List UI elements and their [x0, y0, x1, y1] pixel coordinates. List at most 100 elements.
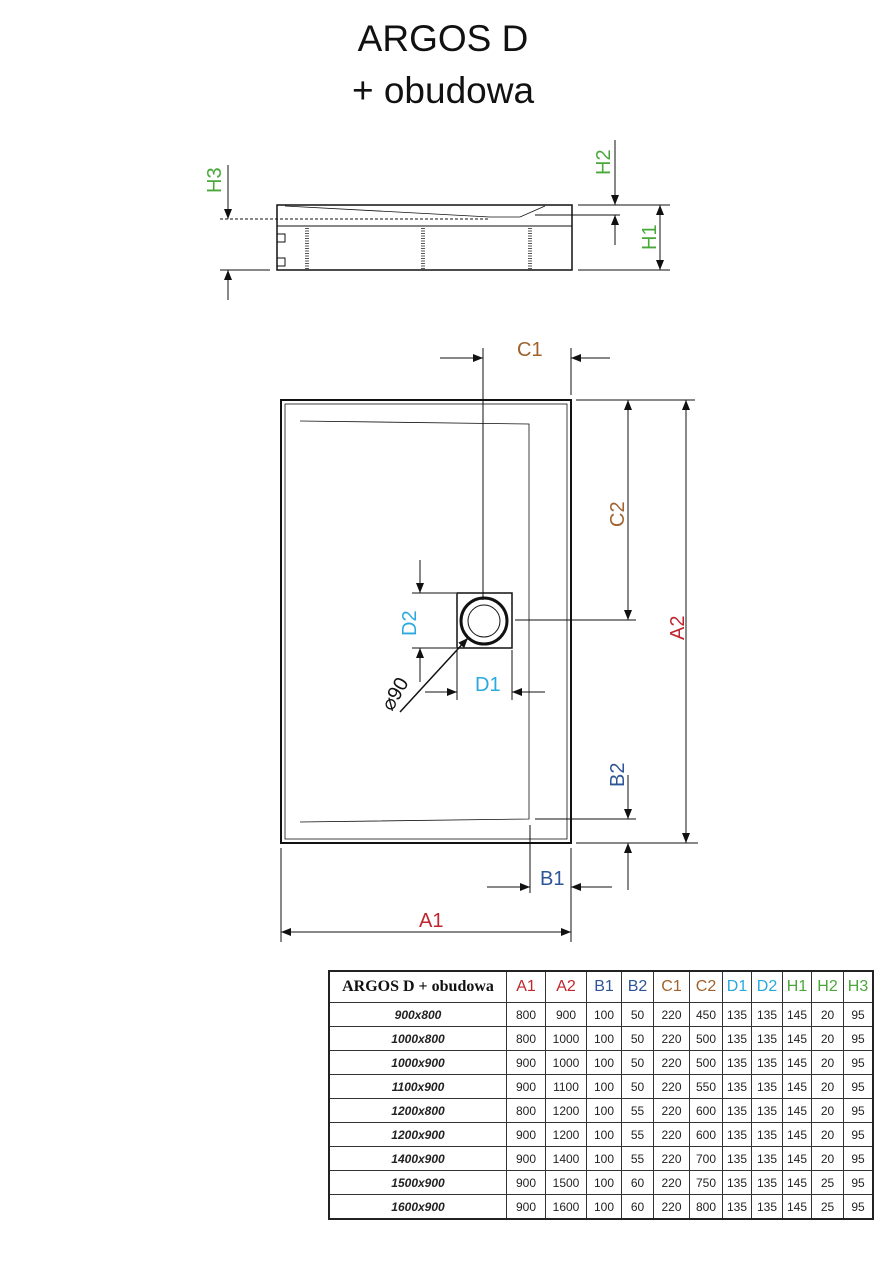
label-h1: H1: [639, 224, 661, 250]
value-cell-c2: 750: [689, 1170, 723, 1195]
value-cell-d1: 135: [722, 1050, 752, 1075]
value-cell-h3: 95: [843, 1122, 874, 1147]
header-model: ARGOS D + obudowa: [328, 970, 507, 1003]
header-a1: A1: [506, 970, 546, 1003]
value-cell-c1: 220: [653, 1170, 690, 1195]
value-cell-c2: 800: [689, 1194, 723, 1220]
value-cell-a2: 1600: [545, 1194, 587, 1220]
value-cell-b1: 100: [586, 1098, 622, 1123]
value-cell-a2: 1000: [545, 1050, 587, 1075]
model-cell: 1000x800: [328, 1026, 507, 1051]
value-cell-c2: 450: [689, 1002, 723, 1027]
value-cell-b1: 100: [586, 1074, 622, 1099]
value-cell-d2: 135: [751, 1122, 783, 1147]
value-cell-d2: 135: [751, 1002, 783, 1027]
header-d1: D1: [722, 970, 752, 1003]
value-cell-a1: 900: [506, 1050, 546, 1075]
value-cell-h1: 145: [782, 1050, 812, 1075]
technical-drawing: H3 H2 H1 C1 C2 A2 D2 D1 ⌀90 B2 B1 A1: [204, 140, 698, 942]
value-cell-h3: 95: [843, 1098, 874, 1123]
value-cell-a1: 900: [506, 1194, 546, 1220]
value-cell-h3: 95: [843, 1170, 874, 1195]
value-cell-h1: 145: [782, 1194, 812, 1220]
value-cell-b2: 60: [621, 1194, 654, 1220]
header-h3: H3: [843, 970, 874, 1003]
value-cell-d1: 135: [722, 1026, 752, 1051]
model-cell: 1600x900: [328, 1194, 507, 1220]
label-h2: H2: [593, 149, 615, 175]
model-cell: 1200x900: [328, 1122, 507, 1147]
value-cell-d1: 135: [722, 1098, 752, 1123]
value-cell-h1: 145: [782, 1122, 812, 1147]
value-cell-d2: 135: [751, 1026, 783, 1051]
value-cell-c2: 600: [689, 1122, 723, 1147]
value-cell-h2: 20: [811, 1122, 844, 1147]
value-cell-d1: 135: [722, 1170, 752, 1195]
value-cell-b1: 100: [586, 1050, 622, 1075]
value-cell-b2: 50: [621, 1026, 654, 1051]
value-cell-b2: 50: [621, 1050, 654, 1075]
value-cell-a2: 1200: [545, 1122, 587, 1147]
header-h2: H2: [811, 970, 844, 1003]
value-cell-b2: 50: [621, 1074, 654, 1099]
value-cell-h2: 20: [811, 1026, 844, 1051]
value-cell-a2: 1000: [545, 1026, 587, 1051]
value-cell-c1: 220: [653, 1002, 690, 1027]
label-a1: A1: [419, 910, 443, 932]
value-cell-h2: 20: [811, 1002, 844, 1027]
value-cell-a1: 900: [506, 1074, 546, 1099]
value-cell-h3: 95: [843, 1050, 874, 1075]
value-cell-c2: 600: [689, 1098, 723, 1123]
label-b2: B2: [607, 763, 629, 787]
value-cell-h2: 25: [811, 1194, 844, 1220]
value-cell-c1: 220: [653, 1026, 690, 1051]
label-a2: A2: [667, 616, 689, 640]
value-cell-c1: 220: [653, 1098, 690, 1123]
model-cell: 1100x900: [328, 1074, 507, 1099]
value-cell-h1: 145: [782, 1002, 812, 1027]
value-cell-a1: 900: [506, 1146, 546, 1171]
value-cell-d2: 135: [751, 1194, 783, 1220]
header-c1: C1: [653, 970, 690, 1003]
value-cell-d1: 135: [722, 1194, 752, 1220]
value-cell-h1: 145: [782, 1146, 812, 1171]
label-d2: D2: [399, 610, 421, 636]
value-cell-a2: 1400: [545, 1146, 587, 1171]
value-cell-c2: 500: [689, 1026, 723, 1051]
value-cell-d1: 135: [722, 1074, 752, 1099]
value-cell-c1: 220: [653, 1146, 690, 1171]
value-cell-b2: 50: [621, 1002, 654, 1027]
value-cell-h1: 145: [782, 1026, 812, 1051]
value-cell-b1: 100: [586, 1026, 622, 1051]
value-cell-b2: 55: [621, 1122, 654, 1147]
value-cell-c1: 220: [653, 1122, 690, 1147]
label-h3: H3: [204, 167, 226, 193]
value-cell-b1: 100: [586, 1122, 622, 1147]
model-cell: 1400x900: [328, 1146, 507, 1171]
value-cell-c2: 500: [689, 1050, 723, 1075]
value-cell-a1: 900: [506, 1170, 546, 1195]
value-cell-h3: 95: [843, 1194, 874, 1220]
value-cell-h1: 145: [782, 1074, 812, 1099]
value-cell-c1: 220: [653, 1050, 690, 1075]
value-cell-d2: 135: [751, 1170, 783, 1195]
value-cell-b2: 55: [621, 1146, 654, 1171]
value-cell-h2: 20: [811, 1074, 844, 1099]
value-cell-a1: 900: [506, 1122, 546, 1147]
value-cell-d1: 135: [722, 1146, 752, 1171]
value-cell-d2: 135: [751, 1146, 783, 1171]
drain-icon: [456, 592, 513, 649]
model-cell: 1500x900: [328, 1170, 507, 1195]
label-b1: B1: [540, 868, 564, 890]
value-cell-h2: 20: [811, 1050, 844, 1075]
value-cell-a2: 1100: [545, 1074, 587, 1099]
value-cell-c1: 220: [653, 1074, 690, 1099]
